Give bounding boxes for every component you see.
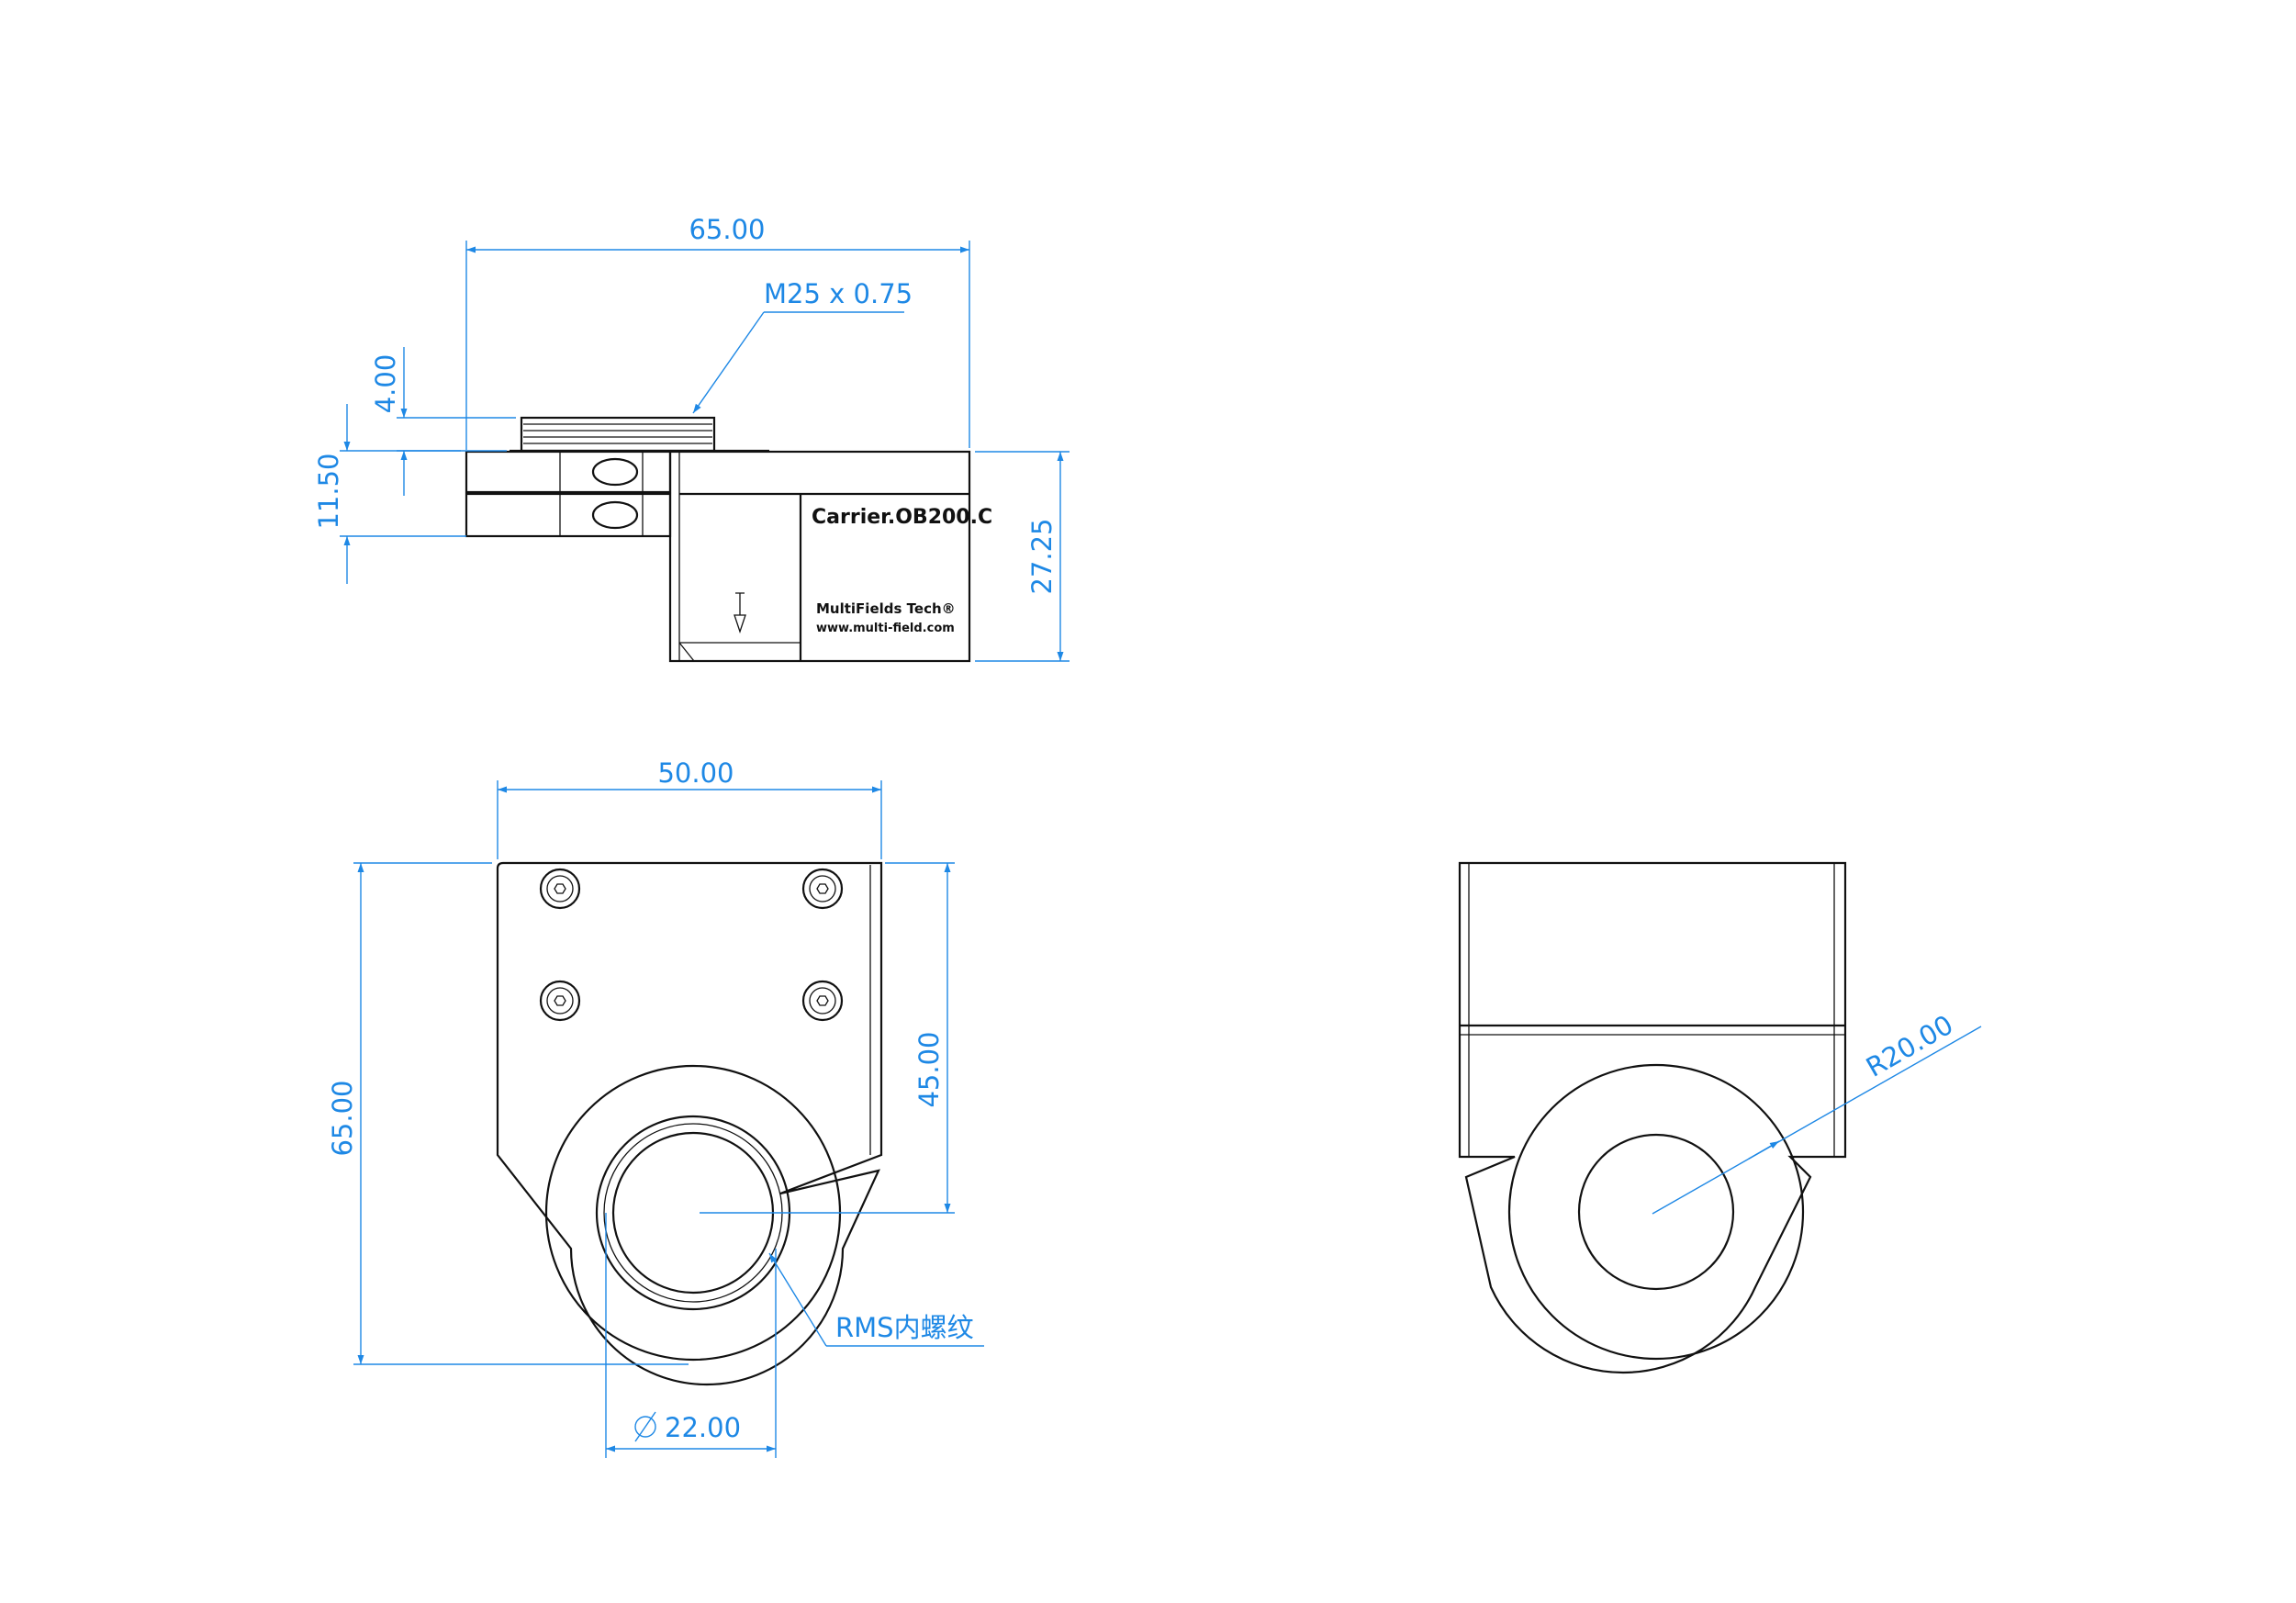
product-label: Carrier.OB200.C	[812, 506, 992, 529]
side-view-outline	[1458, 861, 1847, 1373]
dim-top-width: 65.00	[465, 214, 970, 450]
side-mount-outer	[1507, 1063, 1805, 1361]
dim-front-width: 50.00	[497, 757, 882, 859]
side-view: R20.00	[1458, 861, 1982, 1373]
dim-clamp-height: 11.50	[313, 404, 466, 584]
rms-callout-text: RMS内螺纹	[835, 1312, 974, 1343]
screw-top-right	[801, 868, 844, 910]
dim-front-height: 65.00	[327, 862, 689, 1365]
dim-radius: R20.00	[1652, 1009, 1982, 1215]
dim-thread-height-text: 4.00	[370, 354, 401, 414]
dim-front-height-text: 65.00	[327, 1080, 358, 1156]
screw-mid-left	[539, 980, 581, 1022]
dim-center-height: 45.00	[700, 862, 955, 1214]
website-label: www.multi-field.com	[816, 622, 955, 635]
thread-callout-text: M25 x 0.75	[764, 278, 913, 309]
clamp-screw-lower	[591, 500, 639, 530]
screw-mid-right	[801, 980, 844, 1022]
side-body	[1458, 861, 1847, 1373]
side-mount-bore	[1577, 1133, 1735, 1291]
screw-top-left	[539, 868, 581, 910]
dim-thread-callout: M25 x 0.75	[692, 278, 913, 414]
dim-body-height-text: 27.25	[1026, 518, 1058, 594]
dim-top-width-text: 65.00	[689, 214, 765, 245]
dim-center-height-text: 45.00	[913, 1031, 945, 1107]
dim-radius-text: R20.00	[1861, 1009, 1958, 1083]
clamp-screw-upper	[591, 457, 639, 487]
clamp-upper	[465, 450, 672, 494]
dim-thread-height: 4.00	[370, 347, 516, 496]
main-body	[668, 450, 971, 663]
thread-ring	[520, 416, 716, 453]
top-view: Carrier.OB200.C MultiFields Tech® www.mu…	[313, 214, 1070, 663]
dim-bore-diameter: 22.00	[605, 1213, 777, 1458]
dim-clamp-height-text: 11.50	[313, 453, 344, 529]
dim-front-width-text: 50.00	[657, 757, 734, 789]
clamp-lower	[465, 492, 672, 538]
dim-bore-diameter-text: 22.00	[665, 1412, 741, 1443]
front-plate	[496, 861, 883, 1386]
thread-hatch	[523, 423, 712, 444]
brand-label: MultiFields Tech®	[816, 600, 956, 617]
front-view: 50.00 65.00 45.00 RMS内螺纹	[327, 757, 984, 1458]
diameter-icon	[634, 1411, 656, 1442]
dim-rms-callout: RMS内螺纹	[768, 1252, 984, 1347]
front-view-outline	[496, 861, 883, 1386]
arrow-down-icon	[734, 592, 746, 634]
top-view-outline: Carrier.OB200.C MultiFields Tech® www.mu…	[465, 416, 992, 663]
dim-body-height: 27.25	[975, 451, 1070, 662]
